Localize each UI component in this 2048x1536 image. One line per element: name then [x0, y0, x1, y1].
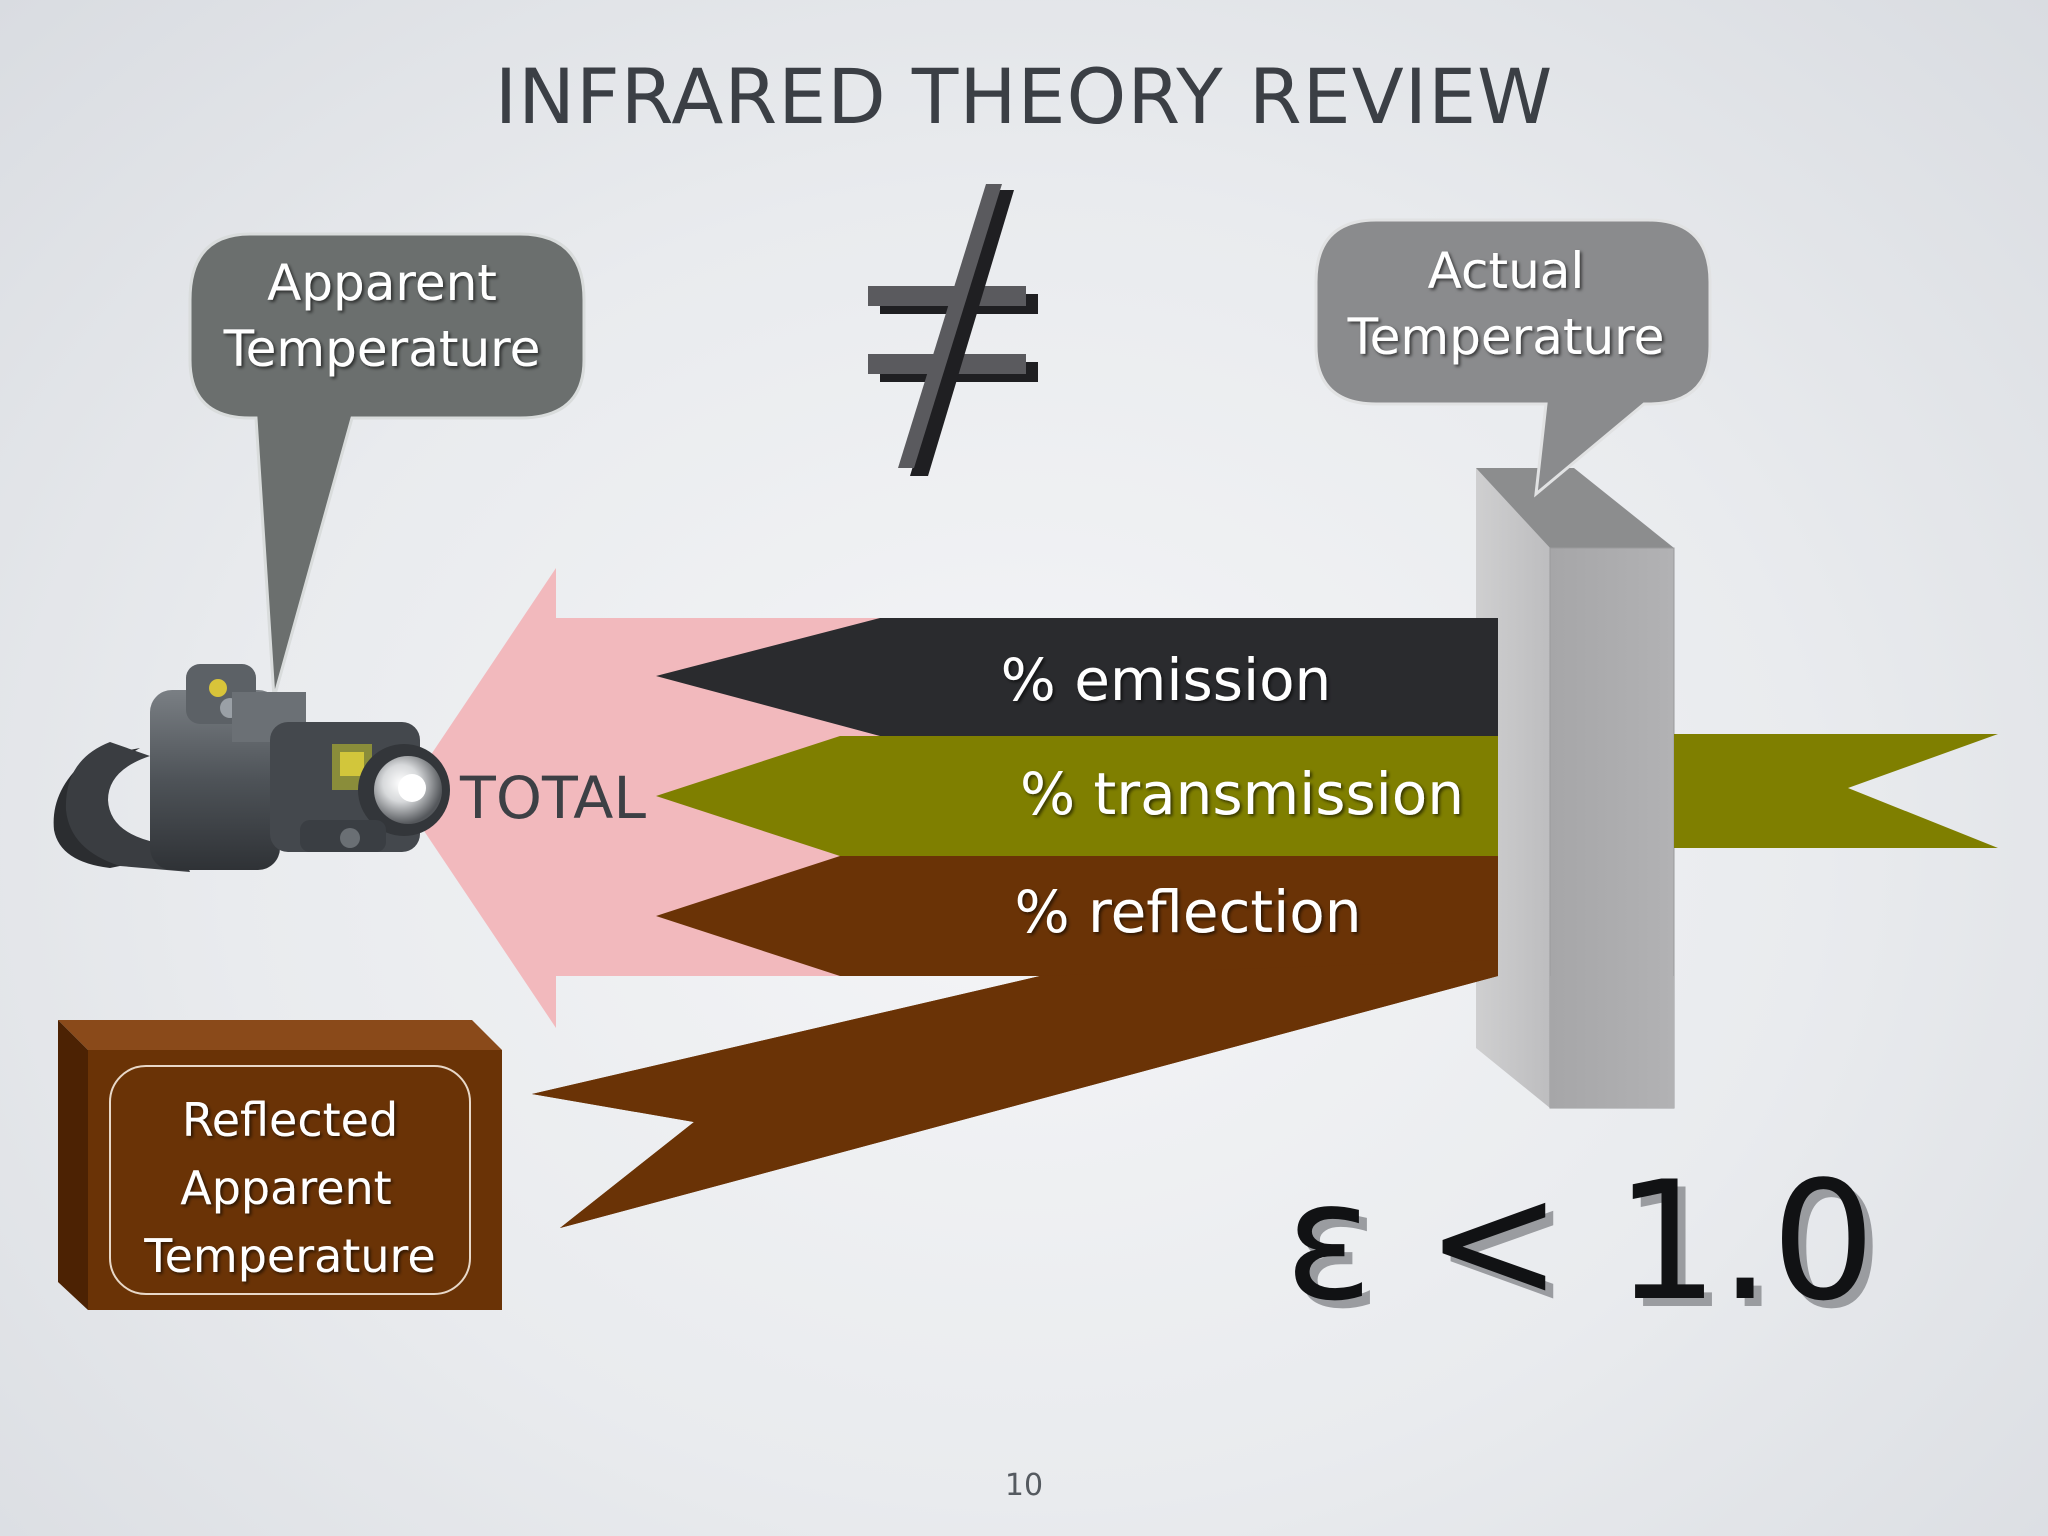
- reflected-line-1: Reflected: [182, 1093, 398, 1147]
- page-number: 10: [1004, 1468, 1044, 1503]
- actual-line-1: Actual: [1428, 242, 1585, 300]
- reflection-arrow: [656, 856, 1498, 976]
- emission-label: % emission: [1001, 646, 1332, 714]
- transmission-label: % transmission: [1020, 760, 1464, 828]
- wall-front-face-overlay: [1550, 976, 1674, 1108]
- not-equal-symbol: [868, 184, 1038, 476]
- reflection-band-fill: [532, 960, 1498, 1228]
- apparent-line-1: Apparent: [267, 254, 497, 312]
- reflection-label: % reflection: [1014, 878, 1361, 946]
- reflected-temperature-box: Reflected Apparent Temperature: [58, 1020, 502, 1310]
- emissivity-condition: ε < 1.0: [1284, 1146, 1875, 1337]
- total-label: TOTAL: [459, 764, 646, 832]
- reflected-line-2: Apparent: [180, 1161, 391, 1215]
- transmission-exit-arrow: [1674, 734, 1998, 848]
- transmission-arrow: [656, 736, 1498, 856]
- emission-arrow: [656, 618, 1498, 736]
- actual-temperature-callout: Actual Temperature: [1314, 218, 1712, 498]
- reflected-line-3: Temperature: [143, 1229, 435, 1283]
- apparent-line-2: Temperature: [223, 320, 541, 378]
- thermal-camera-icon: [53, 664, 450, 872]
- apparent-temperature-callout: Apparent Temperature: [188, 232, 586, 699]
- emissivity-shadow: ε < 1.0: [1292, 1154, 1883, 1345]
- wall-top-face: [1476, 468, 1674, 548]
- slide-title: INFRARED THEORY REVIEW: [494, 52, 1554, 141]
- actual-line-2: Temperature: [1347, 308, 1665, 366]
